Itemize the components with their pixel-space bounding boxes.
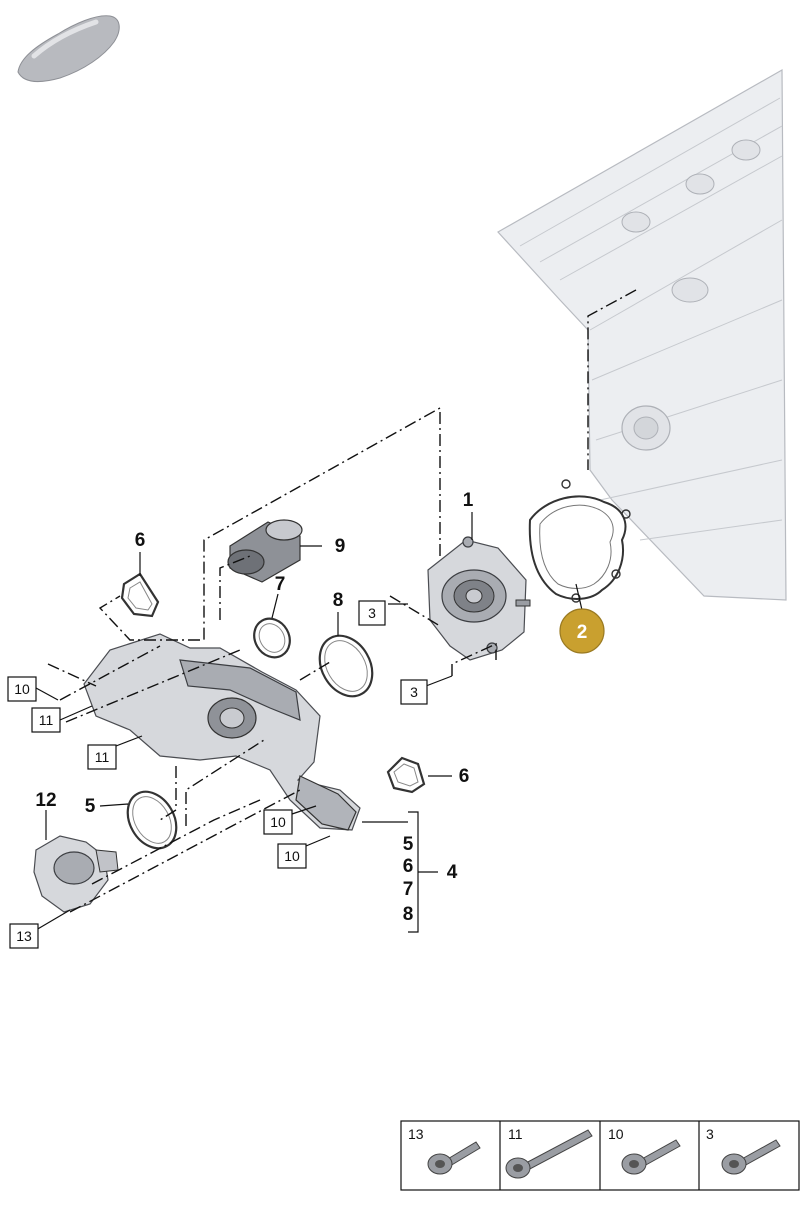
callout-6: 6: [135, 530, 146, 551]
bolt-icon: [721, 1139, 781, 1175]
assembly-lines: [47, 289, 637, 913]
callout-10: 10: [284, 848, 300, 864]
callout-10: 10: [14, 681, 30, 697]
boxed-callout-11: 11: [87, 744, 117, 770]
bolt-table-cell-13: 13: [408, 1126, 424, 1142]
callout-11: 11: [39, 712, 54, 728]
callout-13: 13: [16, 928, 32, 944]
engine-block-icon: [497, 68, 787, 601]
callout-6: 6: [459, 766, 470, 787]
boxed-callout-13: 13: [9, 923, 39, 949]
car-silhouette-icon: [17, 15, 120, 82]
callout-8: 8: [403, 904, 414, 925]
boxed-callout-10: 10: [263, 809, 293, 835]
boxed-callout-3: 3: [358, 600, 386, 626]
callout-12: 12: [35, 790, 56, 811]
callout-3: 3: [410, 684, 418, 700]
callout-1: 1: [463, 490, 474, 511]
bolt-table-cell-3: 3: [706, 1126, 714, 1142]
boxed-callout-10: 10: [7, 676, 37, 702]
boxed-callout-10: 10: [277, 843, 307, 869]
water-pump: [427, 536, 531, 661]
gasket: [528, 479, 631, 603]
o-ring-7: [253, 617, 291, 659]
callout-4: 4: [447, 862, 458, 883]
bolt-icon: [505, 1129, 593, 1179]
seal-6-lower: [386, 756, 426, 794]
callout-3: 3: [368, 605, 376, 621]
callout-8: 8: [333, 590, 344, 611]
callout-7: 7: [403, 879, 414, 900]
seal-6-upper: [120, 572, 160, 618]
o-ring-8: [318, 634, 374, 698]
sleeve: [227, 519, 303, 583]
callout-2-highlight: 2: [559, 608, 605, 654]
callout-11: 11: [95, 749, 110, 765]
callout-7: 7: [275, 574, 286, 595]
callout-5: 5: [403, 834, 414, 855]
bolt-icon: [427, 1141, 481, 1175]
boxed-callout-11: 11: [31, 707, 61, 733]
callout-6: 6: [403, 856, 414, 877]
bolt-table: 13 11 10 3: [400, 1120, 800, 1191]
callout-10: 10: [270, 814, 286, 830]
leader-lines: [35, 512, 583, 933]
callout-9: 9: [335, 536, 346, 557]
bolt-table-cell-10: 10: [608, 1126, 624, 1142]
callout-2: 2: [577, 622, 588, 643]
thermostat: [33, 835, 119, 913]
bolt-table-cell-11: 11: [508, 1126, 523, 1142]
boxed-callout-3: 3: [400, 679, 428, 705]
o-ring-5: [126, 790, 178, 850]
thermostat-housing: [83, 633, 361, 831]
callout-5: 5: [85, 796, 96, 817]
bolt-icon: [621, 1139, 681, 1175]
